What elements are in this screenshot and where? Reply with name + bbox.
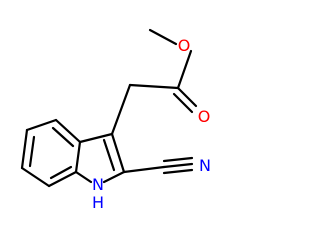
atom-o-carbonyl: O [198,107,211,126]
bond-c5-c6-a [20,128,29,170]
bond-triple-b [162,162,194,169]
bond-carbonyl-ch2 [128,83,180,90]
bond-c3a-c4-b [51,126,75,148]
bond-c2-n1 [102,170,126,184]
bond-c3-c2-b [102,138,116,172]
bond-ch2-c3 [110,83,132,136]
bond-c6-c7 [20,166,51,188]
atom-o-ether: O [178,36,191,55]
atom-h-indole: H [92,193,104,212]
bond-carbonyl-double-a [176,86,198,108]
bond-o-carbonyl-c [176,49,193,90]
bond-c5-c6-b [28,135,36,168]
bond-c7-c7a-a [47,170,78,188]
atom-n-nitrile: N [199,156,211,175]
bond-c3a-c4-a [54,118,82,144]
bond-n1-c7a [74,170,93,184]
bond-c3-c3a [78,132,114,144]
bond-methyl-o [148,28,178,46]
atom-n-indole: N [92,175,104,194]
bond-c3a-c7a [74,140,82,174]
bond-carbonyl-double-b [172,92,194,114]
bond-c2-cn [122,165,166,174]
bond-triple-c [162,168,194,175]
bond-c4-c5 [25,118,58,132]
bond-triple-a [162,156,194,163]
molecular-structure: O O N N H [20,28,211,212]
bond-c3-c2-a [110,132,126,174]
bond-c7-c7a-b [49,165,73,180]
